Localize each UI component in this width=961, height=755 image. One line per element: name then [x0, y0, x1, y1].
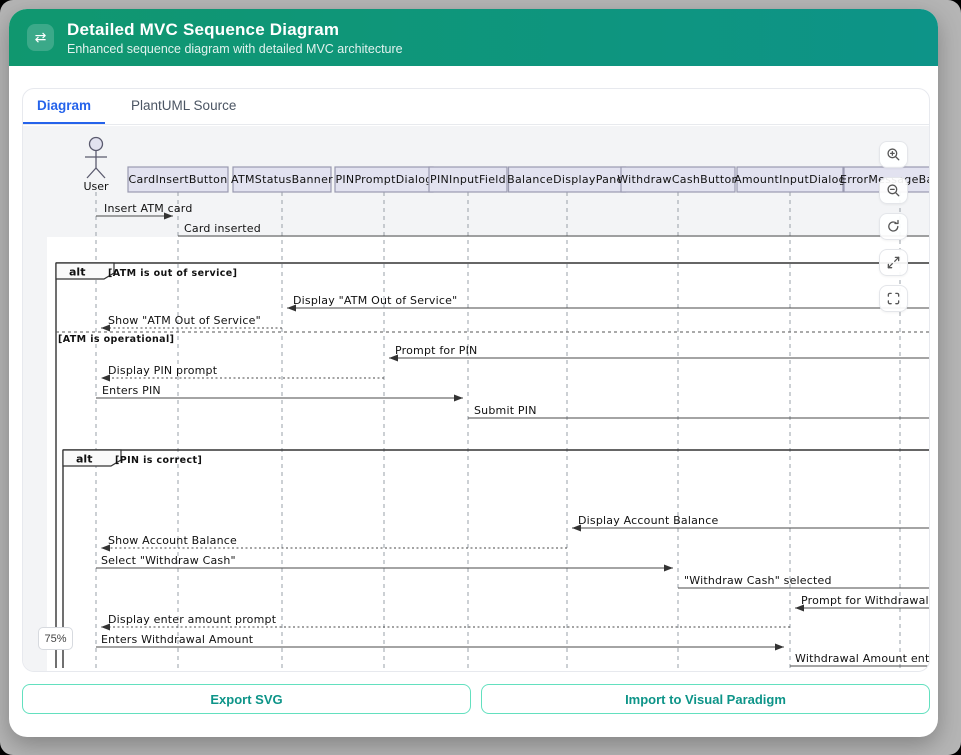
message-label: Display PIN prompt: [108, 364, 218, 377]
page-subtitle: Enhanced sequence diagram with detailed …: [67, 41, 403, 56]
message-label: Prompt for Withdrawal Amount: [801, 594, 929, 607]
participant-label: PINInputField: [430, 173, 506, 186]
reset-view-button[interactable]: [879, 213, 908, 240]
sequence-message: Withdrawal Amount entered: [790, 652, 929, 667]
participant-box: ATMStatusBanner: [231, 166, 333, 193]
participant-box: BalanceDisplayPanel: [507, 166, 627, 193]
participant-label: AmountInputDialog: [734, 173, 846, 186]
app-header: ⇄ Detailed MVC Sequence Diagram Enhanced…: [9, 9, 938, 66]
message-label: Submit PIN: [474, 404, 537, 417]
zoom-out-button[interactable]: [879, 177, 908, 204]
sequence-message: Display enter amount prompt: [101, 613, 790, 631]
message-label: Show Account Balance: [108, 534, 237, 547]
export-svg-button[interactable]: Export SVG: [22, 684, 471, 714]
actor-user: [85, 136, 107, 179]
diagram-viewport[interactable]: [ATM is out of service]alt[PIN is correc…: [23, 126, 929, 671]
expand-button[interactable]: [879, 249, 908, 276]
participant-box: AmountInputDialog: [734, 166, 846, 193]
message-label: Withdrawal Amount entered: [795, 652, 929, 665]
participant-label: PINPromptDialog: [335, 173, 432, 186]
frame-keyword: alt: [69, 266, 85, 279]
message-label: "Withdraw Cash" selected: [684, 574, 832, 587]
reset-view-icon: [888, 219, 899, 232]
frame-keyword: alt: [76, 453, 92, 466]
header-text: Detailed MVC Sequence Diagram Enhanced s…: [67, 20, 403, 56]
alt-frame: [PIN is correct] alt: [62, 449, 929, 668]
frame-condition: [ATM is out of service]: [108, 268, 237, 279]
sequence-message: Insert ATM card: [96, 202, 193, 220]
message-label: Display "ATM Out of Service": [293, 294, 457, 307]
sequence-message: Display Account Balance: [572, 514, 929, 532]
message-label: Enters PIN: [102, 384, 161, 397]
tab-bar: Diagram PlantUML Source: [23, 89, 929, 125]
message-label: Insert ATM card: [104, 202, 193, 215]
expand-icon: [887, 256, 900, 269]
sequence-message: Select "Withdraw Cash": [96, 554, 673, 572]
sequence-message: Prompt for Withdrawal Amount: [795, 594, 929, 612]
alt-frame: [ATM is out of service] alt: [55, 262, 929, 668]
message-label: Select "Withdraw Cash": [101, 554, 236, 567]
tab-diagram[interactable]: Diagram: [23, 89, 106, 124]
sequence-message: Enters Withdrawal Amount: [96, 633, 784, 651]
alt-divider: [ATM is operational]: [56, 331, 929, 345]
diagram-sheet: [47, 237, 929, 671]
actor-label: User: [83, 180, 109, 193]
sequence-message: Show Account Balance: [101, 534, 567, 552]
swap-arrows-icon: ⇄: [27, 24, 54, 51]
diagram-panel: Diagram PlantUML Source [ATM is out of s…: [22, 88, 930, 672]
participant-label: WithdrawCashButton: [617, 173, 739, 186]
participant-box: PINInputField: [428, 166, 508, 193]
sequence-message: Prompt for PIN: [389, 344, 929, 362]
participant-label: BalanceDisplayPanel: [507, 173, 627, 186]
participant-box: CardInsertButton: [127, 166, 229, 193]
participant-box: PINPromptDialog: [334, 166, 434, 193]
message-label: Display enter amount prompt: [108, 613, 277, 626]
app-card: ⇄ Detailed MVC Sequence Diagram Enhanced…: [9, 9, 938, 737]
tab-plantuml-source[interactable]: PlantUML Source: [131, 98, 237, 113]
message-label: Card inserted: [184, 222, 261, 235]
zoom-level-badge: 75%: [38, 627, 73, 650]
message-label: Enters Withdrawal Amount: [101, 633, 254, 646]
action-bar: Export SVG Import to Visual Paradigm: [22, 684, 930, 714]
participant-box: WithdrawCashButton: [617, 166, 739, 193]
sequence-message: Submit PIN: [468, 404, 929, 419]
zoom-out-icon: [887, 184, 900, 197]
sequence-diagram-svg: [ATM is out of service]alt[PIN is correc…: [23, 126, 929, 671]
sequence-message: Enters PIN: [96, 384, 463, 402]
sequence-message: Display "ATM Out of Service": [287, 294, 929, 312]
sequence-message: "Withdraw Cash" selected: [678, 574, 929, 589]
page-title: Detailed MVC Sequence Diagram: [67, 19, 340, 39]
fullscreen-button[interactable]: [879, 285, 908, 312]
message-label: Display Account Balance: [578, 514, 718, 527]
message-label: Prompt for PIN: [395, 344, 478, 357]
zoom-controls: [879, 141, 908, 312]
fullscreen-icon: [887, 292, 900, 305]
sequence-message: Card inserted: [178, 222, 929, 237]
frame-condition: [PIN is correct]: [115, 455, 202, 466]
zoom-in-button[interactable]: [879, 141, 908, 168]
sequence-message: Display PIN prompt: [101, 364, 384, 382]
participant-label: ATMStatusBanner: [231, 173, 333, 186]
message-label: Show "ATM Out of Service": [108, 314, 261, 327]
zoom-in-icon: [887, 148, 900, 161]
import-visual-paradigm-button[interactable]: Import to Visual Paradigm: [481, 684, 930, 714]
sequence-message: Show "ATM Out of Service": [101, 314, 282, 332]
divider-label: [ATM is operational]: [58, 334, 174, 345]
participant-label: CardInsertButton: [129, 173, 228, 186]
swap-arrows-glyph: ⇄: [34, 29, 47, 46]
